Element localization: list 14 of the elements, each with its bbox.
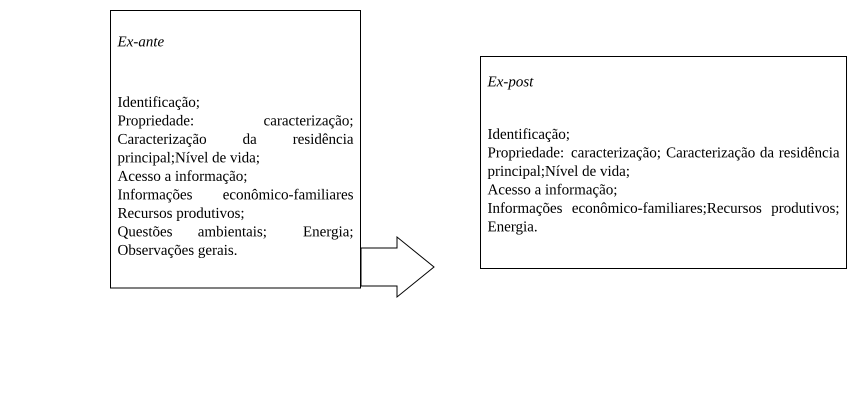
box-heading: Ex-ante — [117, 36, 164, 46]
box-heading: Ex-post — [487, 76, 534, 90]
list-item: Informações econômico-familiares Recursos produtivos; — [118, 188, 353, 222]
list-item: Propriedade: caracterização; Caracterização da residência principal;Nível de vida; — [488, 146, 840, 180]
list-item: Informações econômico-familiares;Recursos produtivos; Energia. — [488, 202, 838, 235]
list-item: Identificação; — [118, 96, 199, 110]
block-arrow — [360, 236, 435, 298]
list-item: Questões ambientais; Energia; Observações gerais. — [118, 226, 352, 258]
list-item: Identificação; — [488, 128, 569, 142]
list-item: Acesso a informação; — [488, 184, 616, 198]
list-item: Acesso a informação; — [118, 170, 246, 184]
text-box — [110, 10, 361, 289]
list-item: Propriedade: caracterização; Caracterização da residência principal;Nível de vida; — [118, 114, 354, 166]
text-box — [480, 56, 847, 270]
